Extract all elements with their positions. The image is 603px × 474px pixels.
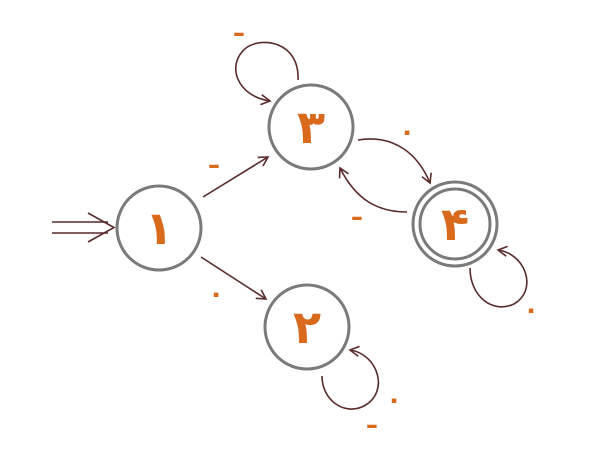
- state-3-circle: [267, 83, 355, 171]
- edge-s3-to-s4: [357, 138, 432, 185]
- state-4-inner-circle: [418, 187, 492, 261]
- state-4-label: ۴: [441, 197, 469, 251]
- state-3: ٣: [267, 83, 355, 171]
- label-s3-to-s4: ٠: [399, 117, 415, 147]
- label-s3-loop: ـ: [234, 13, 245, 43]
- state-3-label: ٣: [297, 100, 325, 154]
- label-s2-loop-dot: ٠: [386, 385, 402, 415]
- edge-s1-to-s2: [200, 256, 268, 300]
- state-1: ١: [115, 184, 203, 272]
- label-s1-to-s2: ٠: [208, 279, 224, 309]
- state-2: ٢: [263, 283, 351, 371]
- state-1-label: ١: [145, 201, 173, 255]
- label-s4-loop: ٠: [523, 295, 539, 325]
- edge-s3-loop: [235, 41, 299, 106]
- label-s2-loop-dash: ـ: [367, 405, 378, 435]
- edge-s1-to-s3: [202, 156, 270, 198]
- state-1-circle: [115, 184, 203, 272]
- label-s1-to-s3: ـ: [209, 145, 220, 175]
- state-2-circle: [263, 283, 351, 371]
- edge-s4-loop: [469, 245, 528, 308]
- state-4-accepting: ۴: [411, 180, 499, 268]
- state-2-label: ٢: [293, 300, 321, 354]
- start-arrow: [52, 212, 116, 243]
- edge-s4-to-s3: [338, 166, 408, 213]
- label-s4-to-s3: ـ: [352, 197, 363, 227]
- edge-s2-loop: [321, 345, 380, 410]
